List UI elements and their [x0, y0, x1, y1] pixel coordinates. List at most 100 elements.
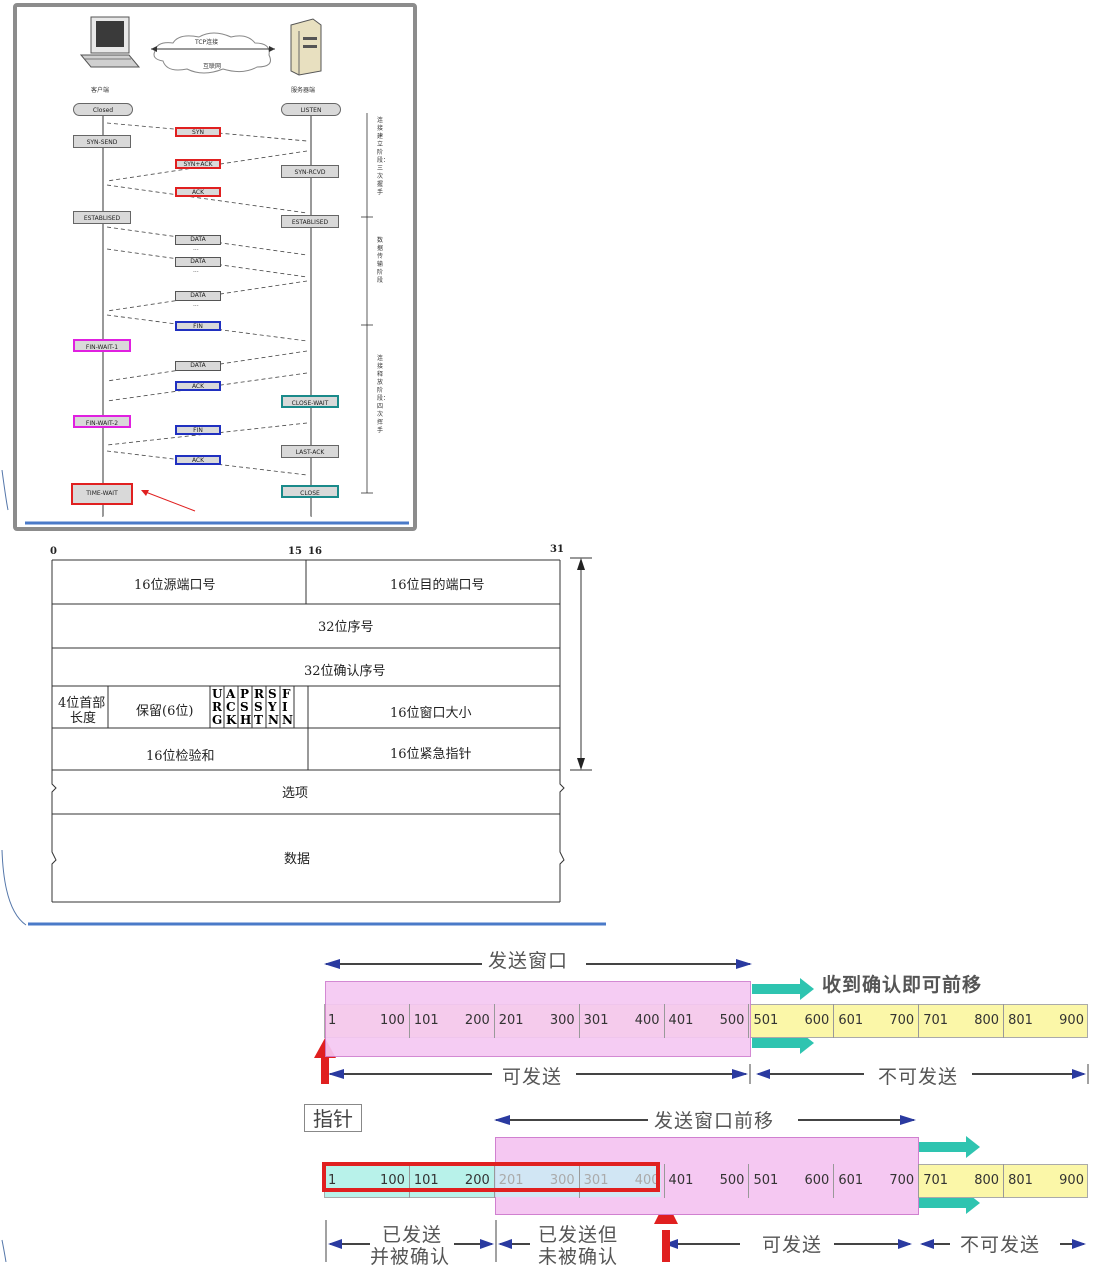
internet-label: 互联网 — [203, 63, 222, 70]
segment-end: 600 — [804, 1173, 830, 1188]
options-field: 选项 — [282, 786, 309, 801]
reserved-field: 保留(6位) — [136, 704, 194, 719]
phase-transfer: 数据传输阶段 — [377, 237, 384, 284]
segment-end: 600 — [804, 1013, 830, 1028]
dst-port-field: 16位目的端口号 — [390, 578, 485, 593]
urgent-field: 16位紧急指针 — [390, 747, 472, 762]
segment-end: 800 — [974, 1173, 1000, 1188]
state-established-client: ESTABLISED — [73, 211, 131, 224]
segment-start: 401 — [668, 1013, 694, 1028]
src-port-field: 16位源端口号 — [134, 578, 216, 593]
phase-handshake: 连接建立阶段：三次握手 — [377, 117, 390, 196]
segment-start: 801 — [1008, 1013, 1033, 1028]
move-on-ack-label: 收到确认即可前移 — [822, 974, 983, 996]
msg-data-3: DATA — [175, 291, 221, 301]
bit-15: 15 — [288, 546, 302, 557]
internet-cloud-icon — [151, 32, 275, 74]
send-window-area — [325, 981, 751, 1057]
state-close: CLOSE — [281, 485, 339, 498]
tcp-header-diagram: 0 15 16 31 16位源端口号 16位目的端口号 32位序号 32位确认序… — [24, 540, 608, 932]
segment-end: 100 — [380, 1013, 405, 1028]
segment-end: 300 — [549, 1173, 575, 1188]
window-segment: 201 300 — [493, 1004, 579, 1038]
segment-start: 301 — [583, 1013, 609, 1028]
window-segment: 301 400 — [578, 1004, 664, 1038]
segment-end: 300 — [549, 1013, 575, 1028]
segment-start: 101 — [413, 1173, 439, 1188]
segment-start: 401 — [668, 1173, 694, 1188]
state-close-wait: CLOSE-WAIT — [281, 395, 339, 408]
client-label: 客户端 — [91, 87, 110, 94]
segment-start: 1 — [328, 1013, 337, 1028]
msg-ack-3: ACK — [175, 455, 221, 465]
segment-end: 400 — [634, 1173, 660, 1188]
segment-start: 201 — [498, 1173, 524, 1188]
segment-start: 301 — [583, 1173, 609, 1188]
segment-end: 200 — [464, 1173, 490, 1188]
msg-data-1: DATA — [175, 235, 221, 245]
sendable-label-1: 可发送 — [502, 1066, 563, 1088]
segment-start: 201 — [498, 1013, 524, 1028]
segment-start: 601 — [838, 1173, 864, 1188]
window-moved-label: 发送窗口前移 — [654, 1110, 775, 1132]
sequence-lines — [25, 113, 409, 525]
window-field: 16位窗口大小 — [390, 706, 472, 721]
server-label: 服务器端 — [291, 87, 316, 94]
bit-16: 16 — [308, 546, 322, 557]
segment-start: 601 — [838, 1013, 864, 1028]
pointer-label: 指针 — [304, 1104, 362, 1132]
sent-unacked-line1: 已发送但 — [538, 1224, 619, 1246]
state-fin-wait-2: FIN-WAIT-2 — [73, 415, 131, 428]
msg-ellipsis-3: ... — [193, 301, 199, 308]
segment-start: 801 — [1008, 1173, 1033, 1188]
bit-0: 0 — [50, 546, 57, 557]
sent-acked-line1: 已发送 — [382, 1224, 443, 1246]
sent-acked-line2: 并被确认 — [370, 1246, 451, 1268]
segment-start: 101 — [413, 1013, 439, 1028]
hdr-len-line1: 4位首部 — [58, 696, 106, 711]
state-syn-send: SYN-SEND — [73, 135, 131, 148]
msg-fin-2: FIN — [175, 425, 221, 435]
sent-region-highlight — [322, 1162, 660, 1192]
data-field: 数据 — [284, 852, 311, 867]
segment-end: 900 — [1059, 1173, 1084, 1188]
segment-end: 100 — [380, 1173, 405, 1188]
state-time-wait: TIME-WAIT — [71, 483, 133, 505]
seq-field: 32位序号 — [318, 620, 374, 635]
window-segment: 801 900 — [1003, 1164, 1088, 1198]
msg-data-2: DATA — [175, 257, 221, 267]
state-closed: Closed — [73, 103, 133, 116]
segment-end: 800 — [974, 1013, 1000, 1028]
tcp-flow-diagram: TCP连接 互联网 客户端 服务器端 — [13, 3, 417, 531]
msg-syn-ack: SYN+ACK — [175, 159, 221, 169]
left-decor-curve — [1, 470, 27, 1262]
tcp-connection-label: TCP连接 — [195, 39, 219, 46]
window-row-1 — [324, 981, 1088, 1057]
checksum-field: 16位检验和 — [146, 749, 215, 764]
segment-start: 701 — [923, 1013, 949, 1028]
client-computer-icon — [79, 16, 141, 68]
state-established-server: ESTABLISED — [281, 215, 339, 228]
state-syn-rcvd: SYN-RCVD — [281, 165, 339, 178]
window-segment: 1 100 — [324, 1004, 409, 1038]
segment-end: 400 — [634, 1013, 660, 1028]
msg-data-4: DATA — [175, 361, 221, 371]
window-segment: 701 800 — [918, 1004, 1003, 1038]
state-last-ack: LAST-ACK — [281, 445, 339, 458]
msg-ellipsis-2: ... — [193, 267, 199, 274]
